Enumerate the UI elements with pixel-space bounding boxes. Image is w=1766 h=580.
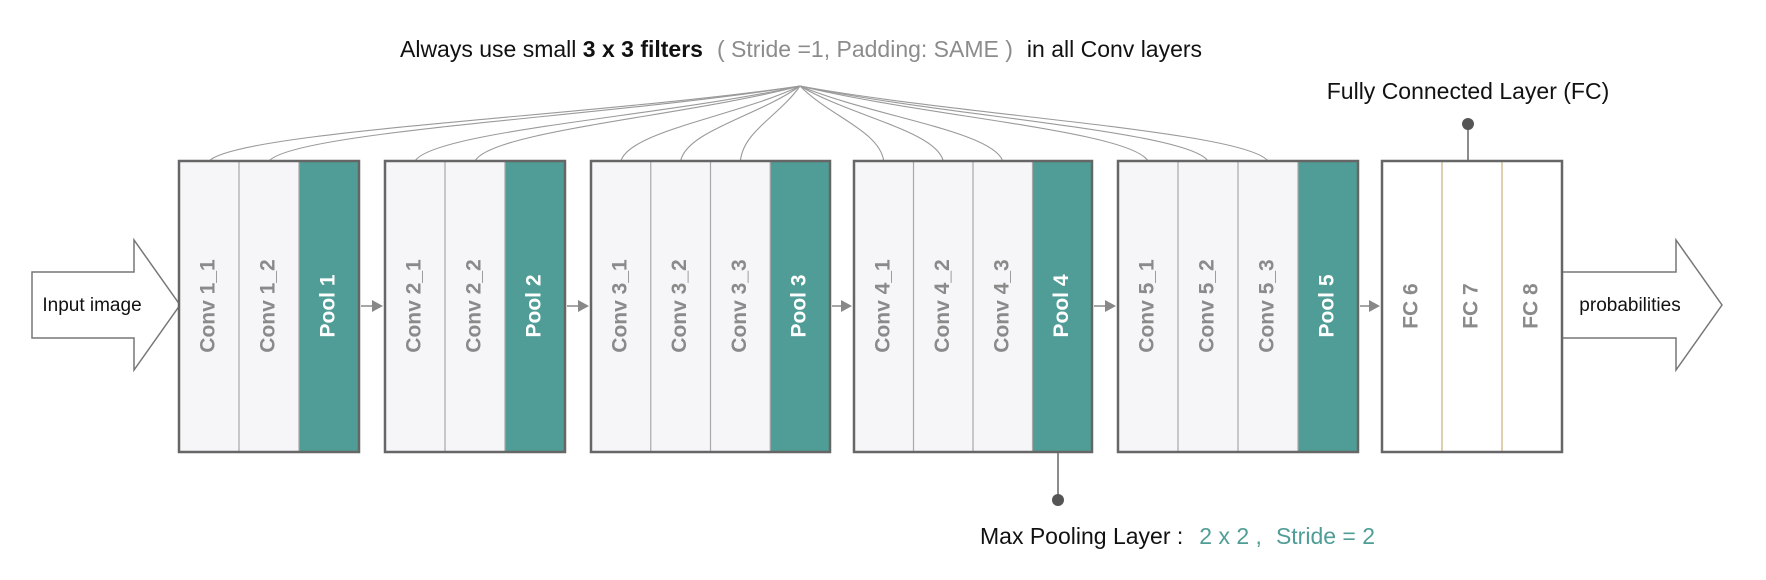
pool-layer-label: Pool 1 xyxy=(317,274,340,337)
fc-caption: Fully Connected Layer (FC) xyxy=(1327,78,1610,104)
conv-layer-cell xyxy=(710,161,771,452)
pool-caption-label: Max Pooling Layer : xyxy=(980,523,1183,549)
fc-layer-label: FC 7 xyxy=(1460,283,1483,329)
conv-layer-label: Conv 4_1 xyxy=(871,259,894,353)
conv-layer-cell xyxy=(650,161,711,452)
pool-layer-label: Pool 3 xyxy=(788,274,811,337)
block-border xyxy=(1116,159,1360,454)
conv-layer-cell xyxy=(239,161,299,452)
pool-pin-dot xyxy=(1052,494,1064,506)
pool-layer-cell xyxy=(299,161,359,452)
filter-fan-curve xyxy=(208,85,801,162)
block-2: Conv 2_1 Conv 2_2 Pool 2 xyxy=(383,159,567,454)
block-border xyxy=(177,159,361,454)
pool-layer-label: Pool 2 xyxy=(523,274,546,337)
conv-layer-label: Conv 2_2 xyxy=(463,259,486,352)
filter-fan-curve xyxy=(799,85,885,162)
filter-fan-curve xyxy=(268,85,801,162)
filter-fan-curve xyxy=(739,85,801,162)
filter-fan-curve xyxy=(474,85,801,162)
connector-arrowhead xyxy=(578,300,589,312)
conv-layer-cell xyxy=(1178,161,1238,452)
filter-fan-curve xyxy=(414,85,801,162)
conv-layer-cell xyxy=(973,161,1033,452)
block-border xyxy=(852,159,1094,454)
block-4: Conv 4_1 Conv 4_2 Conv 4_3 Pool 4 xyxy=(852,159,1094,454)
probabilities-label: probabilities xyxy=(1579,295,1680,316)
conv-layer-label: Conv 3_1 xyxy=(608,259,631,353)
conv-layer-label: Conv 5_2 xyxy=(1196,259,1219,352)
pool-caption-stride: Stride = 2 xyxy=(1276,523,1375,549)
pool-caption: Max Pooling Layer : 2 x 2 , Stride = 2 xyxy=(980,523,1375,549)
input-arrow xyxy=(31,237,181,373)
conv-layer-cell xyxy=(591,161,651,452)
pool-layer-cell xyxy=(770,161,830,452)
conv-layer-label: Conv 5_1 xyxy=(1136,259,1159,353)
filters-caption-bold: 3 x 3 filters xyxy=(583,36,703,62)
fc-layer-cell xyxy=(1382,161,1442,452)
conv-layer-label: Conv 3_2 xyxy=(668,259,691,352)
conv-layer-cell xyxy=(1238,161,1298,452)
conv-layer-cell xyxy=(913,161,973,452)
conv-layer-label: Conv 2_1 xyxy=(403,259,426,353)
filter-fan-curve xyxy=(799,85,944,162)
filter-fan-curve xyxy=(680,85,801,162)
filter-fan-curve xyxy=(799,85,1209,162)
fc-layer-label: FC 6 xyxy=(1400,283,1423,329)
pool-caption-size: 2 x 2 , xyxy=(1199,523,1262,549)
block-border xyxy=(383,159,567,454)
pool-layer-cell xyxy=(505,161,565,452)
conv-layer-cell xyxy=(179,161,239,452)
fc-pin-dot xyxy=(1462,118,1474,130)
filter-fan-curve xyxy=(799,85,1269,162)
filters-caption: Always use small 3 x 3 filters ( Stride =… xyxy=(400,36,1202,62)
filter-fan-curve xyxy=(799,85,1149,162)
block-1: Conv 1_1 Conv 1_2 Pool 1 xyxy=(177,159,361,454)
output-arrow xyxy=(1559,237,1723,373)
fc-layer-label: FC 8 xyxy=(1520,283,1543,329)
connector-arrowhead xyxy=(1369,300,1380,312)
pool-layer-label: Pool 5 xyxy=(1316,274,1339,337)
conv-layer-cell xyxy=(1118,161,1178,452)
input-image-label: Input image xyxy=(42,295,141,316)
conv-layer-cell xyxy=(854,161,914,452)
block-6: FC 6 FC 7 FC 8 xyxy=(1380,159,1564,454)
block-border xyxy=(589,159,832,454)
filter-fan-curve xyxy=(799,85,1004,162)
conv-layer-label: Conv 1_2 xyxy=(257,259,280,352)
filters-caption-part2: in all Conv layers xyxy=(1027,36,1202,62)
fc-layer-cell xyxy=(1502,161,1562,452)
conv-layer-label: Conv 3_3 xyxy=(728,259,751,352)
connector-arrowhead xyxy=(841,300,852,312)
pool-layer-label: Pool 4 xyxy=(1050,274,1073,337)
layer-blocks: Conv 1_1 Conv 1_2 Pool 1 Conv 2_1 Conv 2_2 Po… xyxy=(177,159,1564,454)
connector-arrowhead xyxy=(1105,300,1116,312)
connector-arrowhead xyxy=(372,300,383,312)
conv-layer-label: Conv 4_2 xyxy=(931,259,954,352)
block-border xyxy=(1380,159,1564,454)
conv-layer-cell xyxy=(445,161,505,452)
block-3: Conv 3_1 Conv 3_2 Conv 3_3 Pool 3 xyxy=(589,159,832,454)
conv-layer-cell xyxy=(385,161,445,452)
filter-fan-curves xyxy=(208,85,1269,162)
filters-caption-part1: Always use small xyxy=(400,36,583,62)
fc-layer-cell xyxy=(1442,161,1502,452)
pool-layer-cell xyxy=(1298,161,1358,452)
filters-caption-params: ( Stride =1, Padding: SAME ) xyxy=(717,36,1013,62)
conv-layer-label: Conv 1_1 xyxy=(197,259,220,353)
conv-layer-label: Conv 5_3 xyxy=(1256,259,1279,352)
block-connectors xyxy=(361,300,1380,312)
filter-fan-curve xyxy=(620,85,801,162)
pool-layer-cell xyxy=(1032,161,1092,452)
conv-layer-label: Conv 4_3 xyxy=(990,259,1013,352)
block-5: Conv 5_1 Conv 5_2 Conv 5_3 Pool 5 xyxy=(1116,159,1360,454)
